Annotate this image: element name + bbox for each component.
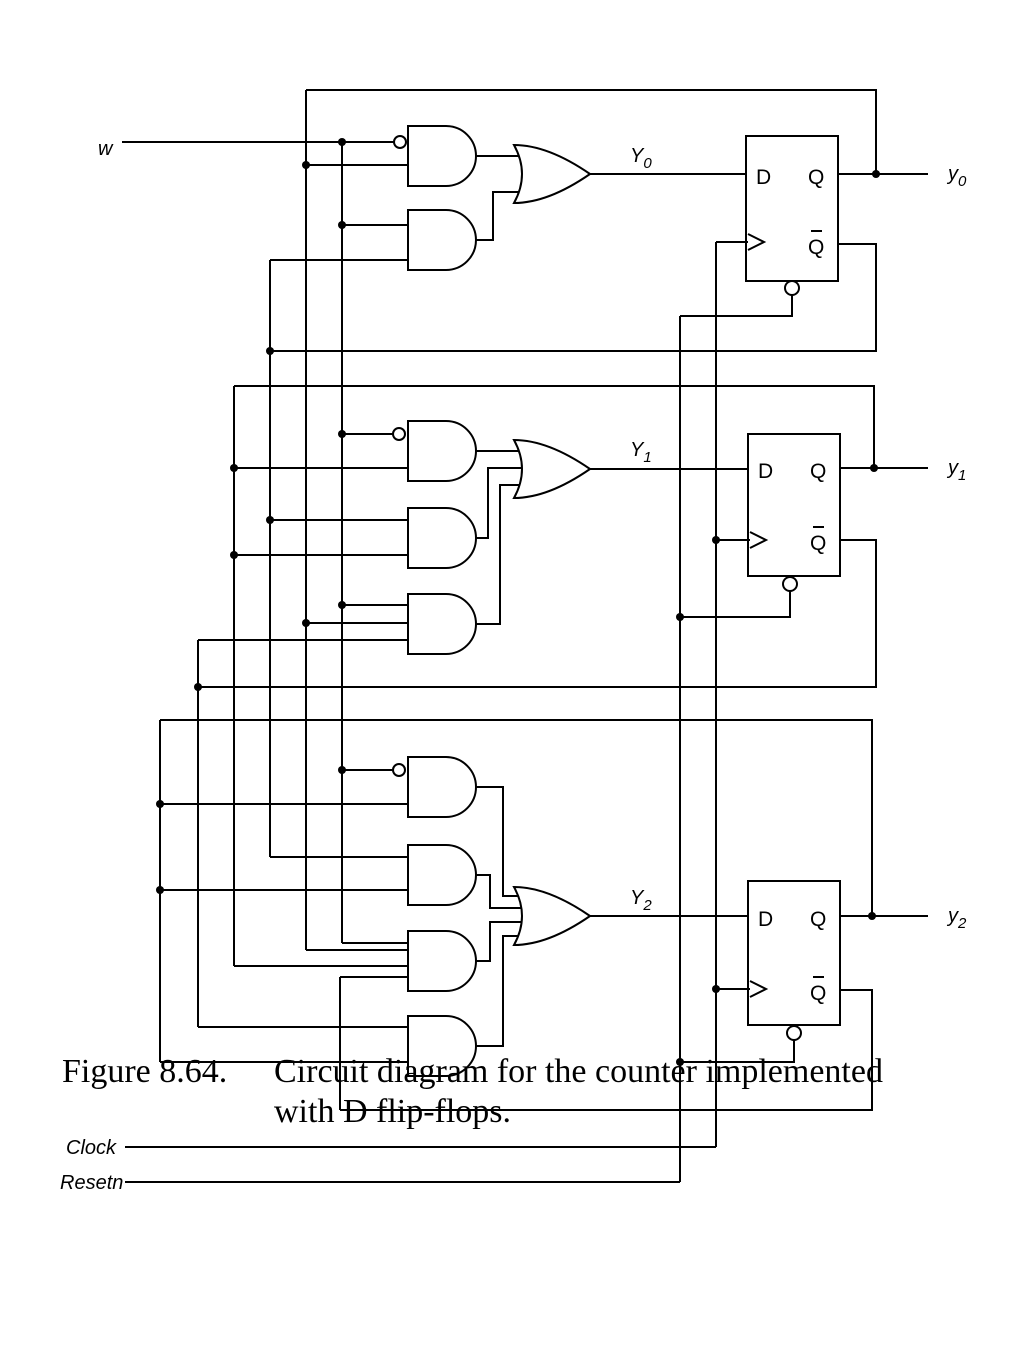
wire xyxy=(476,874,522,909)
caption-text-line2: with D flip-flops. xyxy=(274,1093,512,1130)
ff-q-label: Q xyxy=(808,166,824,189)
ff-d-label: D xyxy=(758,460,773,483)
feedback-y0-bar xyxy=(270,243,877,352)
input-w-label: w xyxy=(98,138,114,160)
and-gate xyxy=(407,1015,477,1077)
wire xyxy=(476,921,522,962)
figure-number: Figure 8.64. xyxy=(62,1053,228,1090)
feedback-y1-bar xyxy=(198,539,877,688)
wire xyxy=(476,484,520,625)
stage-1: Y1 D Q Q y1 xyxy=(198,420,966,655)
caption-text-line1: Circuit diagram for the counter implemen… xyxy=(274,1053,883,1090)
wire xyxy=(476,467,522,539)
wire xyxy=(476,935,520,1047)
feedback-wires xyxy=(160,89,877,1111)
stage-2: Y2 D Q Q y2 xyxy=(160,756,967,1077)
d-flipflop-1 xyxy=(747,433,841,577)
ff-qbar-label: Q xyxy=(810,982,826,1005)
or-gate xyxy=(512,143,592,205)
and-gate xyxy=(407,420,477,482)
next-state-Y0-label: Y0 xyxy=(630,145,652,172)
ff-q-label: Q xyxy=(810,908,826,931)
wire xyxy=(476,786,520,897)
wire xyxy=(680,1040,795,1063)
wire xyxy=(680,591,791,618)
clock-triangle xyxy=(747,233,767,251)
and-gate xyxy=(407,593,477,655)
wire xyxy=(680,295,793,317)
inverter-bubble xyxy=(393,135,407,149)
clock-triangle xyxy=(749,980,769,998)
and-gate xyxy=(407,930,477,992)
and-gate xyxy=(407,209,477,271)
wire xyxy=(476,191,520,241)
ff-qbar-label: Q xyxy=(810,532,826,555)
clock-triangle xyxy=(749,531,769,549)
feedback-y1 xyxy=(234,385,875,468)
feedback-y2 xyxy=(160,719,873,916)
reset-bubble xyxy=(786,1025,802,1041)
reset-bubble xyxy=(784,280,800,296)
and-gate xyxy=(407,507,477,569)
d-flipflop-0 xyxy=(745,135,839,282)
ff-qbar-label: Q xyxy=(808,236,824,259)
and-gate xyxy=(407,844,477,906)
or-gate xyxy=(512,885,592,947)
inverter-bubble xyxy=(392,427,406,441)
output-y0-label: y0 xyxy=(946,163,967,190)
feedback-y0 xyxy=(306,89,877,174)
reset-bubble xyxy=(782,576,798,592)
stage-0: Y0 D Q Q y0 xyxy=(122,125,967,317)
ff-d-label: D xyxy=(756,166,771,189)
and-gate xyxy=(407,125,477,187)
output-y2-label: y2 xyxy=(946,905,967,932)
input-resetn-label: Resetn xyxy=(60,1172,123,1194)
ff-d-label: D xyxy=(758,908,773,931)
output-y1-label: y1 xyxy=(946,457,966,484)
figure-caption: Figure 8.64. Circuit diagram for the coun… xyxy=(62,1052,1002,1132)
junction-dots xyxy=(156,138,880,1066)
and-gate xyxy=(407,756,477,818)
or-gate xyxy=(512,438,592,500)
input-clock-label: Clock xyxy=(66,1137,117,1159)
inverter-bubble xyxy=(392,763,406,777)
ff-q-label: Q xyxy=(810,460,826,483)
feedback-y2-bar xyxy=(340,989,873,1111)
next-state-Y1-label: Y1 xyxy=(630,439,652,466)
next-state-Y2-label: Y2 xyxy=(630,887,652,914)
